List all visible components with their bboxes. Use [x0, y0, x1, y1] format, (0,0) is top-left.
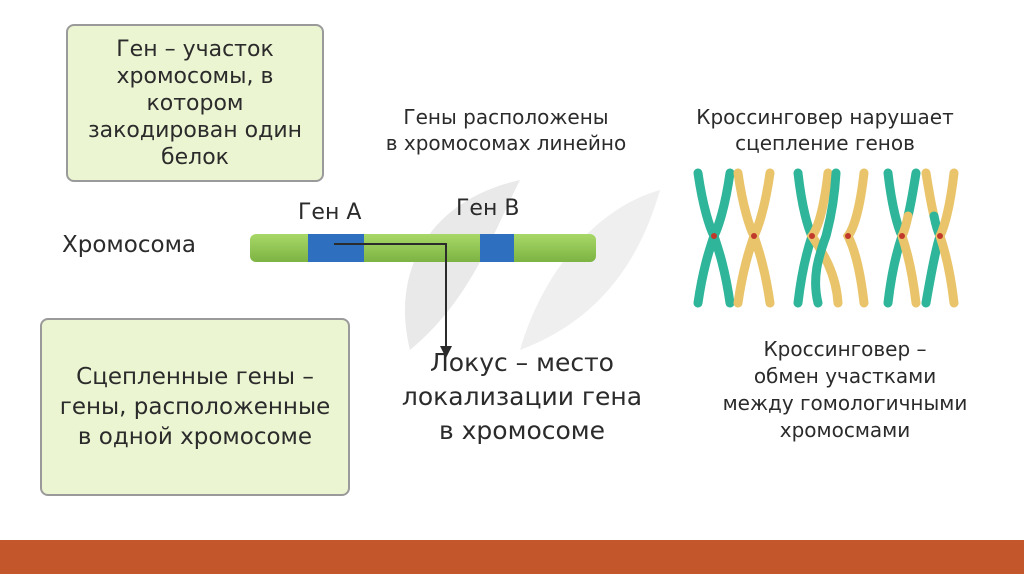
- locus-definition-text: Локус – место локализации гена в хромосо…: [401, 348, 643, 445]
- gene-b-label: Ген В: [456, 196, 520, 221]
- linked-genes-box: Сцепленные гены – гены, расположенные в …: [40, 318, 350, 496]
- chromosome-pair-crossing: [793, 168, 869, 308]
- crossover-definition-text: Кроссинговер – обмен участками между гом…: [722, 337, 968, 442]
- gene-a-band: [308, 234, 364, 262]
- crossover-chromosomes-illustration: [693, 168, 959, 308]
- chromosome-bar: [250, 234, 596, 262]
- gene-a-label: Ген А: [298, 200, 362, 225]
- chromosome-label: Хромосома: [62, 232, 197, 258]
- crossover-breaks-text: Кроссинговер нарушает сцепление генов: [696, 105, 954, 155]
- linked-genes-text: Сцепленные гены – гены, расположенные в …: [59, 364, 331, 450]
- watermark-logo: [404, 180, 660, 350]
- gene-definition-box: Ген – участок хромосомы, в котором закод…: [66, 24, 324, 182]
- gene-b-band: [480, 234, 514, 262]
- footer-bar: [0, 540, 1024, 574]
- chromosome-pair-before: [693, 168, 775, 308]
- gene-definition-text: Ген – участок хромосомы, в котором закод…: [87, 36, 303, 170]
- genes-linear-text: Гены расположены в хромосомах линейно: [385, 105, 627, 155]
- chromosome-pair-after: [883, 168, 959, 308]
